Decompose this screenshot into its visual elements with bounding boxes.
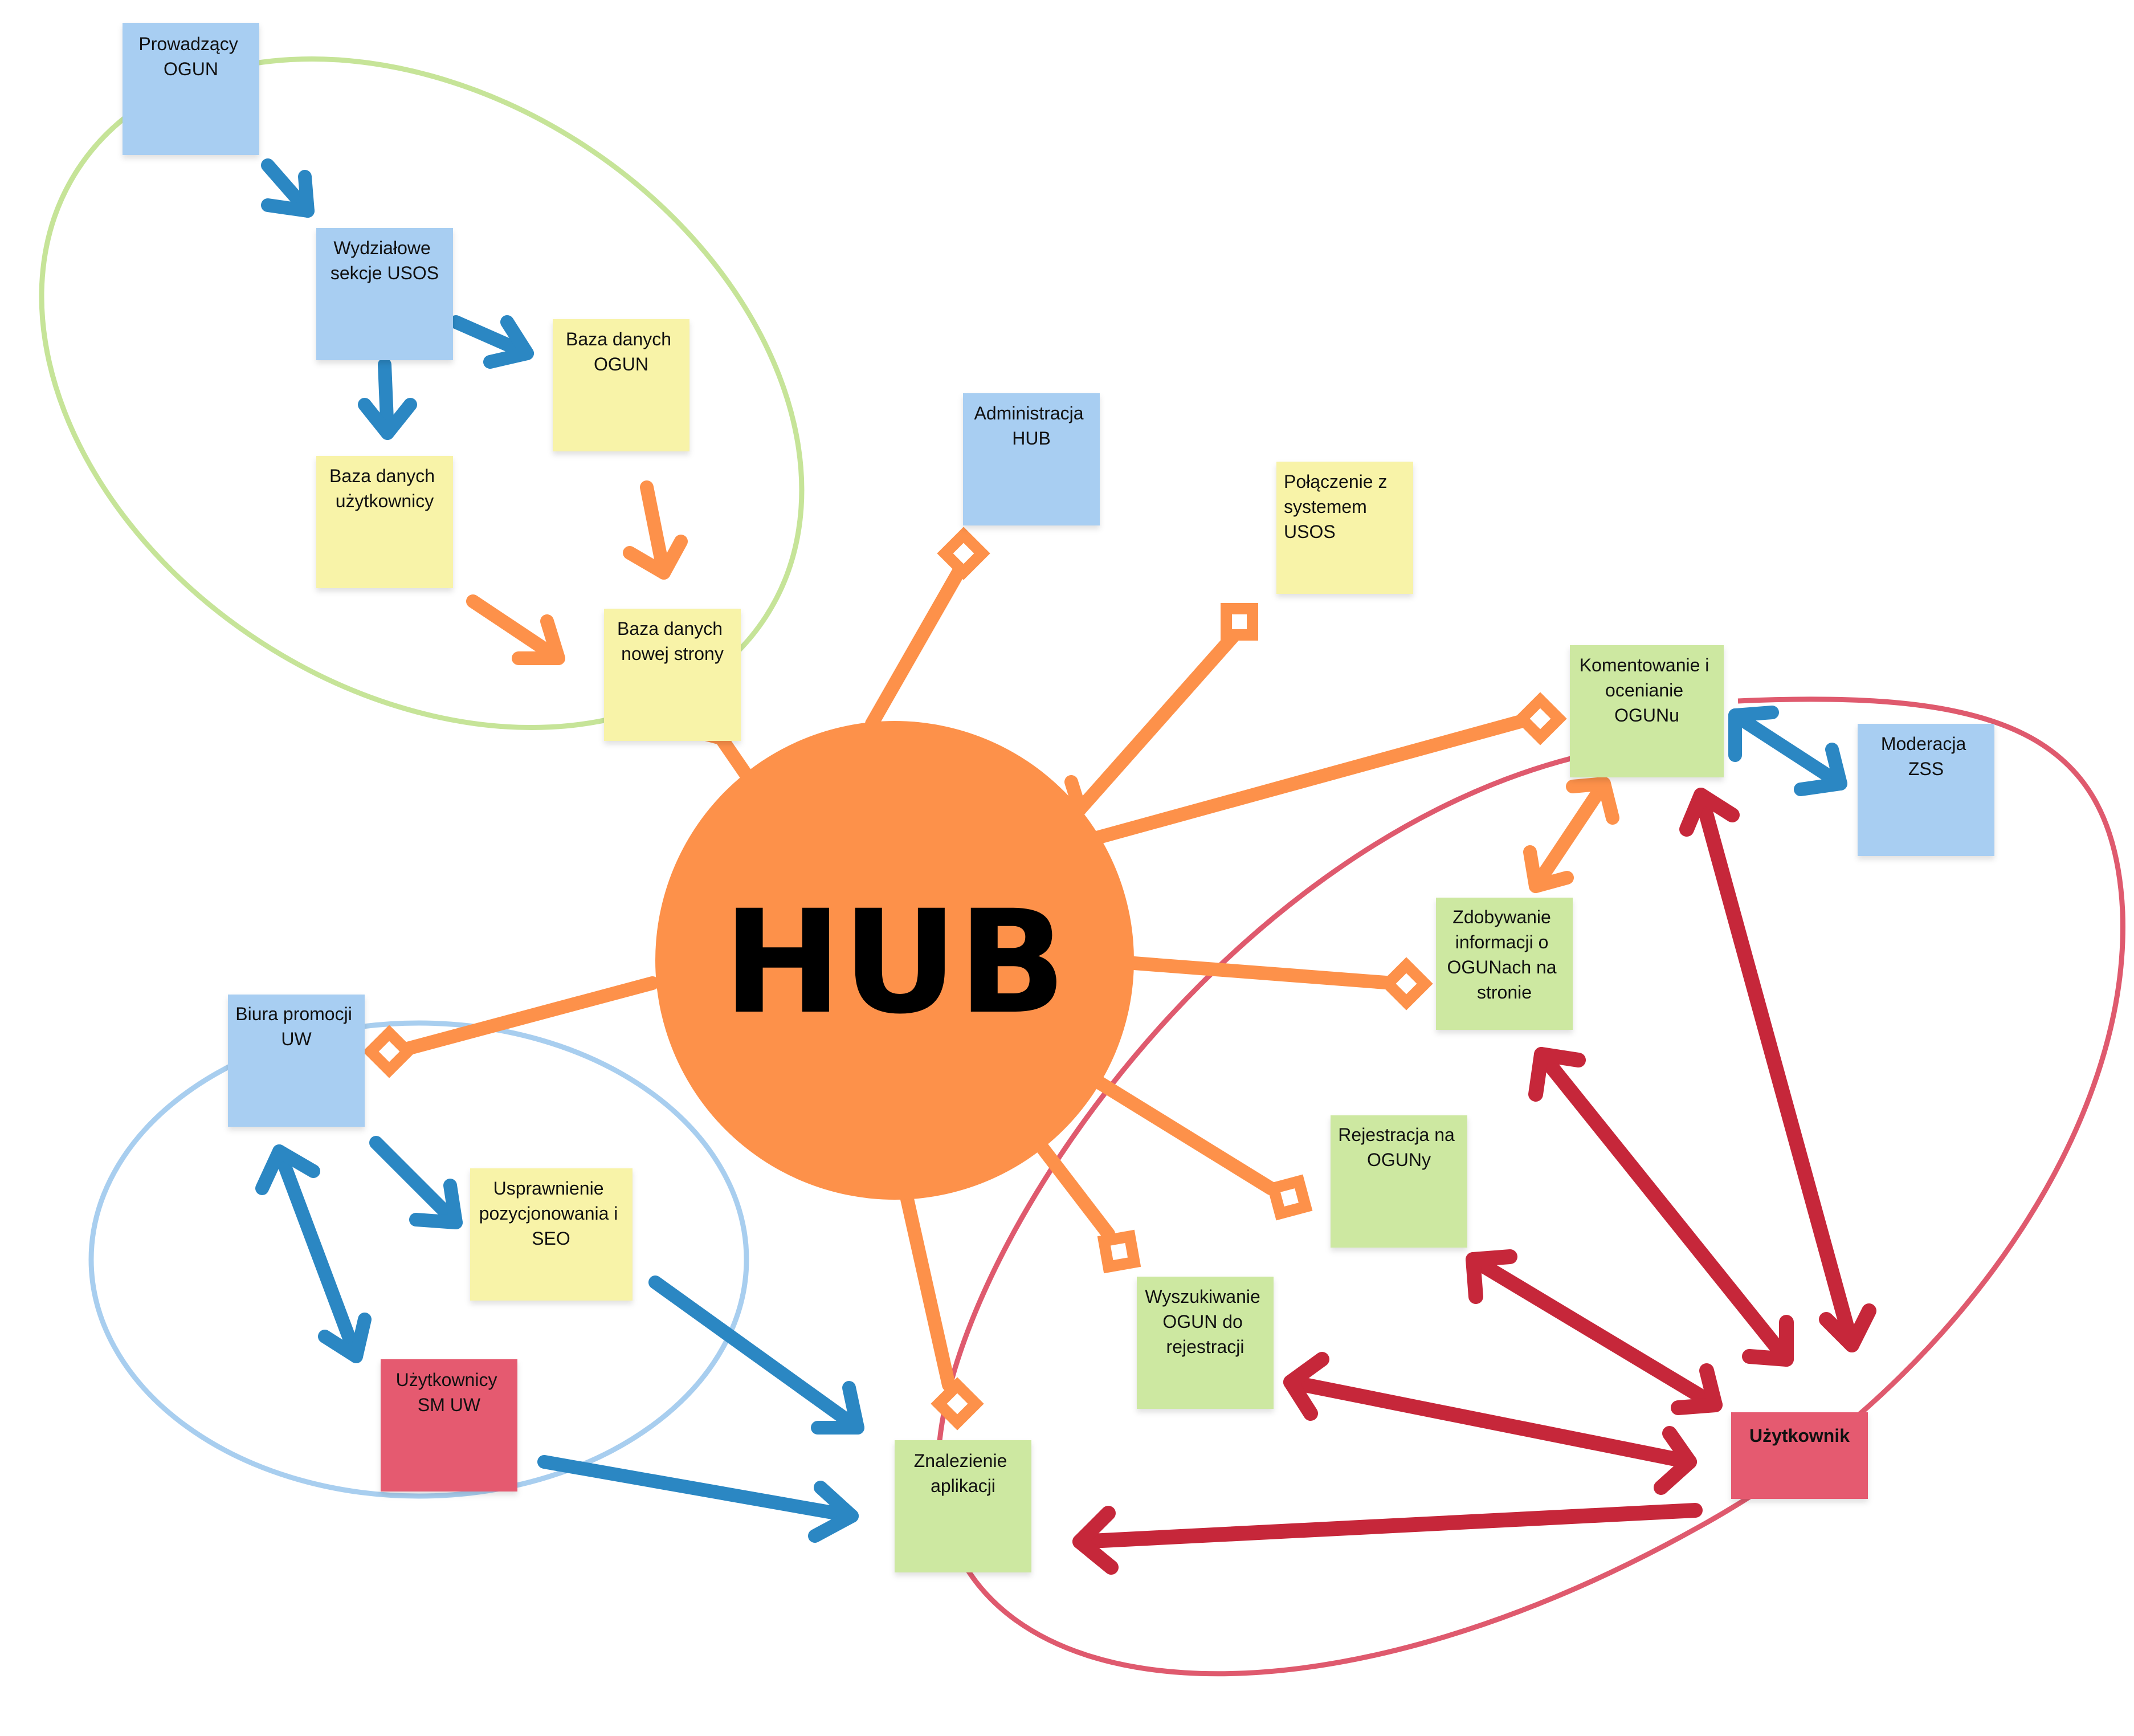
- arrow-uzytkownik-rejestracja: [1466, 1252, 1723, 1412]
- note-wydzialowe-text: Wydziałowe sekcje USOS: [330, 238, 439, 283]
- arrow-uzytkownik-zdobywanie-head-a: [1528, 1047, 1586, 1102]
- blue-arrows: [255, 158, 1847, 1543]
- arrow-komentowanie-zdobywanie-head-a: [1566, 777, 1619, 825]
- orange-arrows: [466, 480, 1619, 893]
- arrow-komentowanie-moderacja-head-b: [1794, 743, 1847, 796]
- arrow-komentowanie-zdobywanie: [1529, 777, 1611, 893]
- note-polaczenie-text: Połączenie z systemem USOS: [1284, 471, 1392, 542]
- arrow-baza-ogun-to-baza-nowej: [640, 480, 671, 580]
- arrow-uzytkownicy-sm-to-znalezienie-head: [808, 1481, 859, 1543]
- note-rejestracja-text: Rejestracja na OGUNy: [1338, 1124, 1459, 1170]
- arrow-uzytkownik-wyszukiwanie: [1283, 1375, 1697, 1469]
- hub-circle[interactable]: [655, 721, 1134, 1200]
- note-baza-nowej[interactable]: Baza danych nowej strony: [604, 609, 741, 741]
- note-znalezienie-text: Znalezienie aplikacji: [914, 1450, 1013, 1496]
- arrow-uzytkownik-komentowanie: [1694, 788, 1859, 1352]
- arrow-uzytkownik-zdobywanie-head-b: [1742, 1315, 1794, 1367]
- arrow-biura-uzytkownicy-sm: [272, 1144, 363, 1363]
- arrow-uzytkownik-komentowanie-head-b: [1819, 1303, 1876, 1352]
- note-usprawnienie[interactable]: Usprawnienie pozycjonowania i SEO: [470, 1168, 633, 1301]
- arrow-uzytkownik-komentowanie-head-a: [1679, 788, 1740, 837]
- connector-znalezienie: [899, 1187, 956, 1392]
- note-polaczenie[interactable]: Połączenie z systemem USOS: [1276, 462, 1413, 594]
- arrow-uzytkownik-wyszukiwanie-head-b: [1654, 1426, 1697, 1495]
- arrow-baza-uzytkownicy-to-baza-nowej: [466, 594, 565, 665]
- arrow-uzytkownik-to-znalezienie-head: [1072, 1506, 1119, 1575]
- sticky-notes: Prowadzący OGUN Wydziałowe sekcje USOS B…: [123, 23, 1994, 1572]
- terminal-biura: [362, 1025, 416, 1078]
- note-baza-uzytkownicy-text: Baza danych użytkownicy: [329, 466, 440, 511]
- terminal-rejestracja: [1266, 1174, 1313, 1221]
- group-ellipse-data: [39, 56, 805, 730]
- note-baza-nowej-text: Baza danych nowej strony: [617, 618, 728, 664]
- connector-zdobywanie: [1127, 956, 1400, 990]
- terminal-administracja: [937, 527, 990, 580]
- note-wyszukiwanie-text: Wyszukiwanie OGUN do rejestracji: [1145, 1286, 1265, 1357]
- hub-connectors: [401, 557, 1540, 1392]
- note-administracja[interactable]: Administracja HUB: [963, 393, 1100, 525]
- terminal-polaczenie: [1221, 603, 1258, 641]
- note-usprawnienie-text: Usprawnienie pozycjonowania i SEO: [479, 1178, 623, 1249]
- note-baza-ogun[interactable]: Baza danych OGUN: [553, 319, 689, 451]
- arrow-uzytkownicy-sm-to-znalezienie: [537, 1455, 859, 1523]
- red-arrows: [1072, 788, 1876, 1575]
- connector-polaczenie: [1073, 626, 1243, 816]
- note-administracja-text: Administracja HUB: [974, 403, 1089, 449]
- terminal-komentowanie: [1513, 692, 1567, 745]
- arrow-uzytkownik-zdobywanie: [1534, 1047, 1794, 1367]
- arrow-komentowanie-zdobywanie-head-b: [1523, 845, 1574, 893]
- note-wyszukiwanie[interactable]: Wyszukiwanie OGUN do rejestracji: [1137, 1277, 1274, 1409]
- note-wydzialowe[interactable]: Wydziałowe sekcje USOS: [316, 228, 453, 360]
- arrow-usprawnienie-to-znalezienie-head: [811, 1381, 864, 1435]
- note-znalezienie[interactable]: Znalezienie aplikacji: [895, 1440, 1031, 1572]
- note-prowadzacy[interactable]: Prowadzący OGUN: [123, 23, 259, 155]
- note-uzytkownicy-sm[interactable]: Użytkownicy SM UW: [381, 1359, 517, 1492]
- group-ellipse-user: [936, 696, 2125, 1677]
- arrow-wydzialowe-to-baza-ogun-head: [483, 315, 534, 369]
- note-rejestracja[interactable]: Rejestracja na OGUNy: [1331, 1115, 1467, 1248]
- terminal-znalezienie: [931, 1377, 984, 1431]
- note-uzytkownicy-sm-text: Użytkownicy SM UW: [396, 1370, 503, 1415]
- terminal-zdobywanie: [1380, 957, 1433, 1010]
- arrow-biura-to-usprawnienie: [369, 1136, 463, 1229]
- note-biura-text: Biura promocji UW: [235, 1004, 357, 1049]
- arrow-uzytkownik-wyszukiwanie-head-a: [1283, 1352, 1329, 1421]
- arrow-komentowanie-moderacja-head-a: [1728, 706, 1779, 762]
- note-uzytkownik[interactable]: Użytkownik: [1731, 1412, 1868, 1499]
- connector-biura: [401, 976, 659, 1056]
- arrow-baza-ogun-to-baza-nowej-head: [623, 535, 688, 580]
- arrow-baza-uzytkownicy-to-baza-nowej-head: [512, 614, 565, 665]
- note-zdobywanie-text: Zdobywanie informacji o OGUNach na stron…: [1447, 907, 1562, 1003]
- arrow-biura-to-usprawnienie-head: [409, 1179, 463, 1229]
- arrow-prowadzacy-to-wydzialowe-head: [261, 170, 315, 218]
- arrow-usprawnienie-to-znalezienie: [648, 1275, 864, 1435]
- connector-wyszukiwanie: [1036, 1142, 1115, 1241]
- note-moderacja-text: Moderacja ZSS: [1881, 733, 1971, 779]
- note-baza-uzytkownicy[interactable]: Baza danych użytkownicy: [316, 456, 453, 588]
- note-komentowanie-text: Komentowanie i ocenianie OGUNu: [1580, 655, 1715, 726]
- connector-administracja: [865, 557, 970, 731]
- note-moderacja[interactable]: Moderacja ZSS: [1858, 724, 1994, 856]
- connector-komentowanie: [1090, 711, 1540, 845]
- note-biura[interactable]: Biura promocji UW: [228, 995, 365, 1127]
- arrow-komentowanie-moderacja: [1728, 708, 1847, 790]
- arrow-uzytkownik-rejestracja-head-b: [1671, 1363, 1723, 1415]
- note-baza-ogun-text: Baza danych OGUN: [566, 329, 676, 374]
- arrow-uzytkownik-rejestracja-head-a: [1466, 1249, 1517, 1304]
- arrow-biura-uzytkownicy-sm-head-b: [318, 1313, 372, 1363]
- arrow-wydzialowe-to-baza-ogun: [449, 315, 534, 360]
- group-ellipse-promotion: [88, 1020, 749, 1499]
- note-zdobywanie[interactable]: Zdobywanie informacji o OGUNach na stron…: [1436, 898, 1573, 1030]
- note-prowadzacy-text: Prowadzący OGUN: [138, 34, 243, 79]
- arrow-wydzialowe-to-baza-uzytkownicy-head: [358, 398, 417, 440]
- hub-label: HUB: [723, 879, 1067, 1045]
- arrow-biura-uzytkownicy-sm-head-a: [255, 1144, 320, 1195]
- connector-rejestracja: [1093, 1076, 1278, 1195]
- arrow-uzytkownik-to-znalezienie: [1072, 1503, 1703, 1549]
- terminal-wyszukiwanie: [1097, 1229, 1141, 1274]
- note-uzytkownik-text: Użytkownik: [1749, 1425, 1850, 1446]
- note-komentowanie[interactable]: Komentowanie i ocenianie OGUNu: [1570, 645, 1724, 777]
